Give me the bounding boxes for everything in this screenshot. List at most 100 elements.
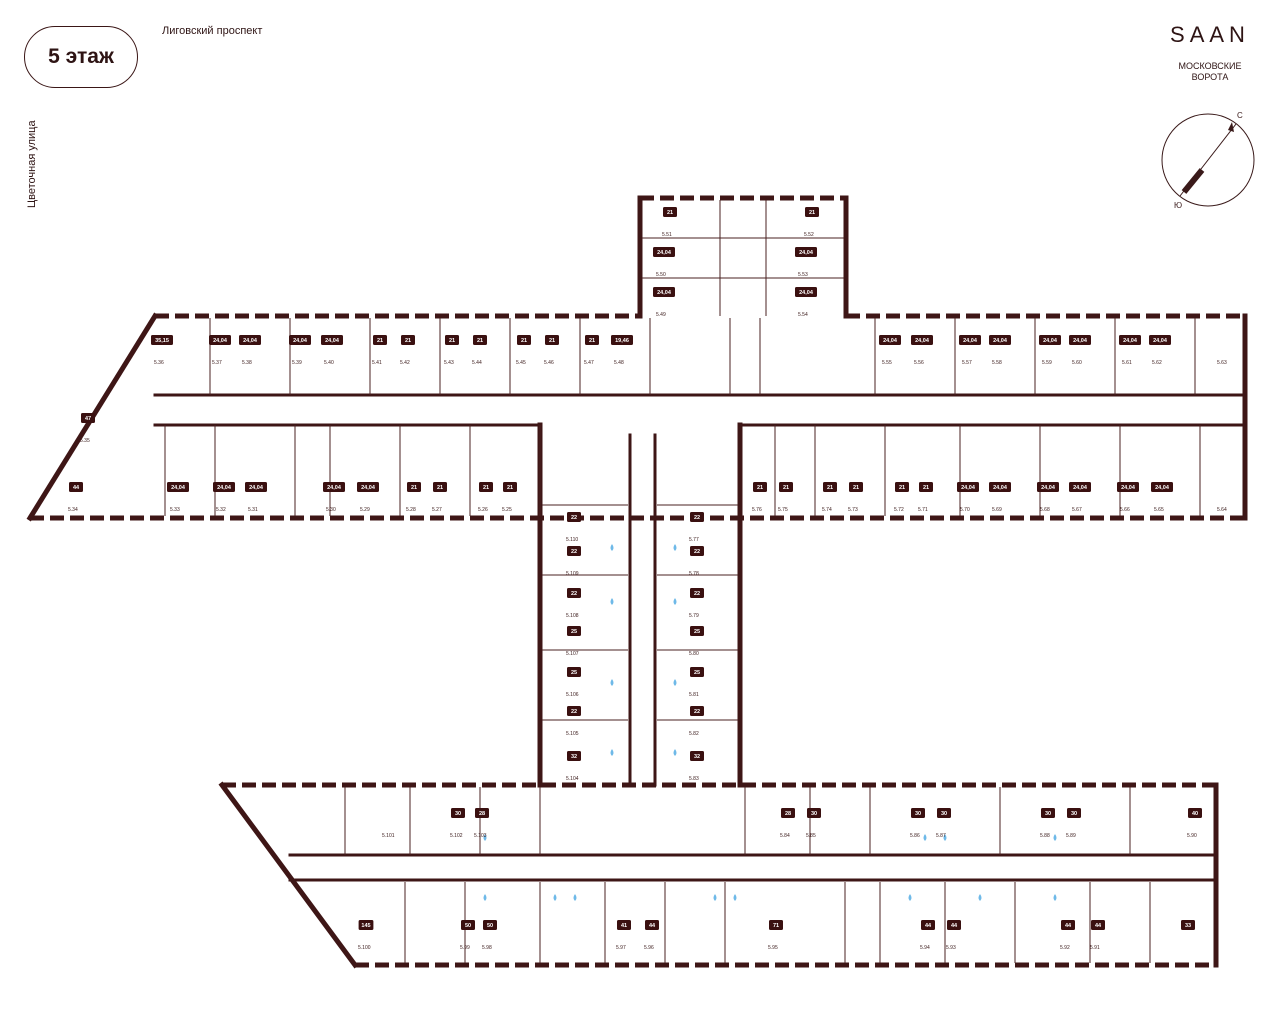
room-5.106[interactable]: 255.106 [566, 667, 581, 698]
room-5.77[interactable]: 225.77 [689, 512, 704, 543]
room-5.45[interactable]: 215.45 [516, 335, 531, 366]
room-5.35[interactable]: 475.35 [80, 413, 95, 444]
room-5.64[interactable]: 5.64 [1217, 507, 1227, 513]
room-5.33[interactable]: 24,045.33 [167, 482, 189, 513]
room-5.38[interactable]: 24,045.38 [239, 335, 261, 366]
room-number: 5.27 [432, 507, 442, 513]
room-number: 5.70 [960, 507, 970, 513]
room-5.68[interactable]: 24,045.68 [1037, 482, 1059, 513]
room-5.104[interactable]: 325.104 [566, 751, 581, 782]
room-number: 5.66 [1120, 507, 1130, 513]
room-5.98[interactable]: 505.98 [482, 920, 497, 951]
room-5.63[interactable]: 5.63 [1217, 360, 1227, 366]
room-5.51[interactable]: 215.51 [662, 207, 677, 238]
room-5.90[interactable]: 405.90 [1187, 808, 1202, 839]
room-5.92[interactable]: 445.92 [1060, 920, 1075, 951]
room-5.25[interactable]: 215.25 [502, 482, 517, 513]
room-5.84[interactable]: 285.84 [780, 808, 795, 839]
room-5.110[interactable]: 225.110 [566, 512, 581, 543]
room-5.62[interactable]: 24,045.62 [1149, 335, 1171, 366]
room-5.96[interactable]: 445.96 [644, 920, 659, 951]
room-5.49[interactable]: 24,045.49 [653, 287, 675, 318]
room-area-badge [479, 482, 493, 492]
room-5.95[interactable]: 715.95 [768, 920, 783, 951]
room-5.109[interactable]: 225.109 [566, 546, 581, 577]
room-5.55[interactable]: 24,045.55 [879, 335, 901, 366]
room-5.93[interactable]: 445.93 [946, 920, 961, 951]
room-area-badge [433, 482, 447, 492]
room-5.81[interactable]: 255.81 [689, 667, 704, 698]
room-area-badge [567, 546, 581, 556]
room-5.108[interactable]: 225.108 [566, 588, 581, 619]
room-5.29[interactable]: 24,045.29 [357, 482, 379, 513]
room-5.58[interactable]: 24,045.58 [989, 335, 1011, 366]
room-5.42[interactable]: 215.42 [400, 335, 415, 366]
room-5.85[interactable]: 305.85 [806, 808, 821, 839]
logo-wordmark: SAAN [1170, 22, 1250, 47]
room-5.53[interactable]: 24,045.53 [795, 247, 817, 278]
room-5.72[interactable]: 215.72 [894, 482, 909, 513]
room-5.99[interactable]: 505.99 [460, 920, 475, 951]
room-5.82[interactable]: 225.82 [689, 706, 704, 737]
room-5.71[interactable]: 215.71 [918, 482, 933, 513]
room-5.91[interactable]: 445.91 [1090, 920, 1105, 951]
room-5.44[interactable]: 215.44 [472, 335, 487, 366]
room-5.41[interactable]: 215.41 [372, 335, 387, 366]
room-5.80[interactable]: 255.80 [689, 626, 704, 657]
room-5.65[interactable]: 24,045.65 [1151, 482, 1173, 513]
room-5.94[interactable]: 445.94 [920, 920, 935, 951]
room-5.74[interactable]: 215.74 [822, 482, 837, 513]
room-5.76[interactable]: 215.76 [752, 482, 767, 513]
room-5.26[interactable]: 215.26 [478, 482, 493, 513]
room-5.61[interactable]: 24,045.61 [1119, 335, 1141, 366]
room-5.107[interactable]: 255.107 [566, 626, 581, 657]
room-5.52[interactable]: 215.52 [804, 207, 819, 238]
room-5.101[interactable]: 5.101 [382, 833, 395, 839]
room-5.40[interactable]: 24,045.40 [321, 335, 343, 366]
room-5.43[interactable]: 215.43 [444, 335, 459, 366]
room-5.102[interactable]: 305.102 [450, 808, 465, 839]
room-5.69[interactable]: 24,045.69 [989, 482, 1011, 513]
room-5.47[interactable]: 215.47 [584, 335, 599, 366]
water-drop-icon [978, 894, 982, 901]
room-5.54[interactable]: 24,045.54 [795, 287, 817, 318]
room-5.57[interactable]: 24,045.57 [959, 335, 981, 366]
room-5.59[interactable]: 24,045.59 [1039, 335, 1061, 366]
room-area-badge [807, 808, 821, 818]
room-5.79[interactable]: 225.79 [689, 588, 704, 619]
room-5.31[interactable]: 24,045.31 [245, 482, 267, 513]
room-5.50[interactable]: 24,045.50 [653, 247, 675, 278]
room-5.75[interactable]: 215.75 [778, 482, 793, 513]
room-5.97[interactable]: 415.97 [616, 920, 631, 951]
room-5.48[interactable]: 19,465.48 [611, 335, 633, 366]
room-area: 24,04 [1043, 338, 1058, 344]
water-drop-icon [483, 834, 487, 841]
room-5.73[interactable]: 215.73 [848, 482, 863, 513]
room-5.103[interactable]: 285.103 [474, 808, 489, 839]
room-5.27[interactable]: 215.27 [432, 482, 447, 513]
room-5.66[interactable]: 24,045.66 [1117, 482, 1139, 513]
room-5.86[interactable]: 305.86 [910, 808, 925, 839]
room-5.60[interactable]: 24,045.60 [1069, 335, 1091, 366]
water-drop-icon [713, 894, 717, 901]
room-5.70[interactable]: 24,045.70 [957, 482, 979, 513]
room-5.83[interactable]: 325.83 [689, 751, 704, 782]
room-5.30[interactable]: 24,045.30 [323, 482, 345, 513]
room-5.46[interactable]: 215.46 [544, 335, 559, 366]
room-5.78[interactable]: 225.78 [689, 546, 704, 577]
room-5.39[interactable]: 24,045.39 [289, 335, 311, 366]
room-5.34[interactable]: 445.34 [68, 482, 83, 513]
room-5.36[interactable]: 35,155.36 [151, 335, 173, 366]
room-5.87[interactable]: 305.87 [936, 808, 951, 839]
room-5.28[interactable]: 215.28 [406, 482, 421, 513]
room-unnumbered[interactable]: 33 [1181, 920, 1195, 930]
room-5.56[interactable]: 24,045.56 [911, 335, 933, 366]
room-5.88[interactable]: 305.88 [1040, 808, 1055, 839]
room-5.105[interactable]: 225.105 [566, 706, 581, 737]
room-5.37[interactable]: 24,045.37 [209, 335, 231, 366]
floor-badge[interactable]: 5 этаж [24, 26, 138, 88]
room-5.32[interactable]: 24,045.32 [213, 482, 235, 513]
room-5.89[interactable]: 305.89 [1066, 808, 1081, 839]
room-5.67[interactable]: 24,045.67 [1069, 482, 1091, 513]
